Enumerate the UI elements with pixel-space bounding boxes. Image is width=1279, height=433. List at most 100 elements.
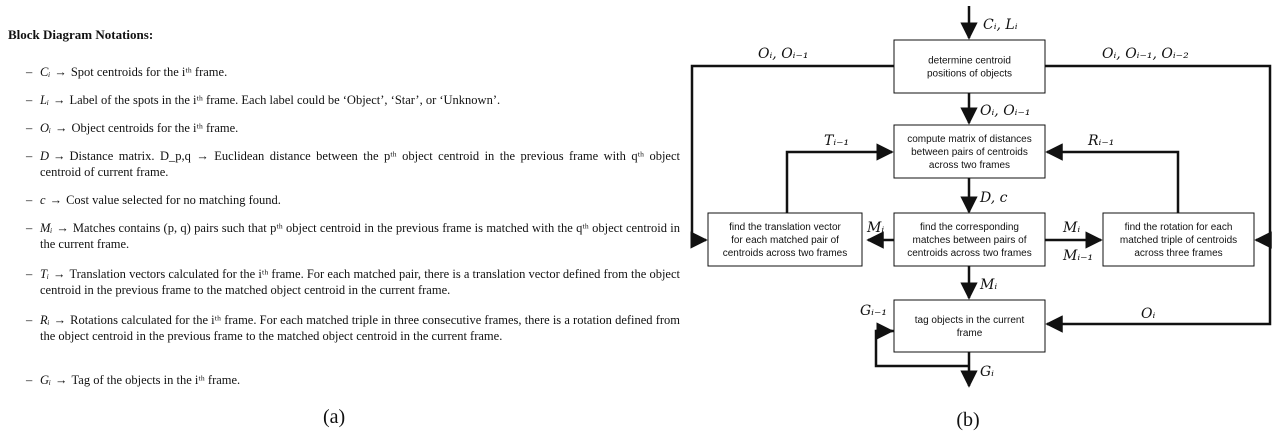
- label-o-left: Oᵢ, Oᵢ₋₁: [758, 46, 809, 62]
- box-text-line: compute matrix of distances: [907, 134, 1032, 145]
- box-text-tag: tag objects in the current frame: [915, 315, 1025, 339]
- notation-text: Distance matrix. D_p,q → Euclidean dista…: [40, 149, 680, 179]
- box-text-line: find the rotation for each: [1125, 222, 1233, 233]
- notation-body: Tᵢ→Translation vectors calculated for th…: [40, 266, 680, 298]
- notation-text: Label of the spots in the iᵗʰ frame. Eac…: [69, 93, 501, 107]
- notation-symbol: Tᵢ: [40, 267, 49, 281]
- box-text-line: tag objects in the current: [915, 315, 1025, 326]
- notation-dash: –: [26, 121, 33, 135]
- r-feedback-arrow: [1045, 143, 1180, 213]
- box-text-line: centroids across two frames: [723, 248, 848, 259]
- notation-symbol: c: [40, 193, 46, 207]
- notation-symbol: Gᵢ: [40, 373, 52, 387]
- notation-symbol: Mᵢ: [40, 221, 53, 235]
- label-r: Rᵢ₋₁: [1087, 133, 1114, 149]
- box-text-line: across two frames: [929, 160, 1010, 171]
- notation-dash: –: [26, 267, 33, 281]
- notation-arrow: →: [53, 149, 66, 163]
- notation-body: Cᵢ→Spot centroids for the iᵗʰ frame.: [40, 64, 680, 80]
- notation-text: Tag of the objects in the iᵗʰ frame.: [71, 373, 241, 387]
- o-right-loop-arrow: [1045, 64, 1272, 333]
- flow-arrows: [690, 6, 1272, 388]
- box-matches: [893, 212, 1046, 267]
- notation-text: Translation vectors calculated for the i…: [40, 267, 680, 297]
- box-text-matches: find the corresponding matches between pa…: [907, 222, 1032, 259]
- box-text-line: positions of objects: [927, 69, 1012, 80]
- notation-symbol: D: [40, 149, 50, 163]
- notation-arrow: →: [52, 267, 66, 281]
- box-text-line: for each matched pair of: [731, 235, 839, 246]
- notation-symbol: Oᵢ: [40, 121, 52, 135]
- box-text-distance: compute matrix of distances between pairs…: [907, 134, 1032, 171]
- notation-arrow: →: [55, 121, 68, 135]
- notation-dash: –: [26, 221, 33, 235]
- notation-body: Gᵢ→Tag of the objects in the iᵗʰ frame.: [40, 372, 680, 388]
- box-text-line: between pairs of centroids: [911, 147, 1028, 158]
- label-m-left: Mᵢ: [866, 220, 884, 236]
- box-text-line: centroids across two frames: [907, 248, 1032, 259]
- notation-body: Lᵢ→Label of the spots in the iᵗʰ frame. …: [40, 92, 680, 108]
- label-t: Tᵢ₋₁: [824, 133, 849, 149]
- caption-b: (b): [956, 409, 979, 431]
- notation-dash: –: [26, 193, 33, 207]
- notation-body: Rᵢ→Rotations calculated for the iᵗʰ fram…: [40, 312, 680, 344]
- box-text-line: find the corresponding: [920, 222, 1019, 233]
- label-d-c: D, c: [979, 190, 1008, 206]
- box-text-rotation: find the rotation for each matched triple…: [1120, 222, 1237, 259]
- notation-body: Mᵢ→Matches contains (p, q) pairs such th…: [40, 220, 680, 252]
- box-text-line: matched triple of centroids: [1120, 235, 1237, 246]
- box-text-line: determine centroid: [928, 56, 1011, 67]
- box-centroid: [893, 39, 1046, 94]
- notation-text: Matches contains (p, q) pairs such that …: [40, 221, 680, 251]
- notation-arrow: →: [52, 93, 66, 107]
- notation-arrow: →: [56, 221, 69, 235]
- notation-body: c→Cost value selected for no matching fo…: [40, 192, 680, 208]
- notation-arrow: →: [54, 65, 67, 79]
- notation-symbol: Rᵢ: [40, 313, 50, 327]
- label-g-out: Gᵢ: [980, 364, 994, 380]
- label-o-mid: Oᵢ, Oᵢ₋₁: [980, 103, 1031, 119]
- notation-dash: –: [26, 313, 33, 327]
- notation-text: Spot centroids for the iᵗʰ frame.: [70, 65, 228, 79]
- notation-body: D→Distance matrix. D_p,q → Euclidean dis…: [40, 148, 680, 180]
- label-m-right: Mᵢ: [1062, 220, 1080, 236]
- box-text-line: frame: [957, 328, 983, 339]
- edge-labels: Cᵢ, Lᵢ Oᵢ, Oᵢ₋₁ Oᵢ, Oᵢ₋₁, Oᵢ₋₂ Oᵢ, Oᵢ₋₁ …: [758, 17, 1189, 380]
- notation-text: Cost value selected for no matching foun…: [66, 193, 281, 207]
- notation-panel: Block Diagram Notations: –Cᵢ→Spot centro…: [8, 27, 680, 428]
- box-text-translation: find the translation vector for each matc…: [723, 222, 848, 259]
- notation-text: Object centroids for the iᵗʰ frame.: [71, 121, 239, 135]
- box-text-line: find the translation vector: [729, 222, 841, 233]
- caption-a: (a): [323, 406, 346, 428]
- box-text-line: across three frames: [1134, 248, 1222, 259]
- label-m-down: Mᵢ: [979, 277, 997, 293]
- label-m-right-prev: Mᵢ₋₁: [1062, 248, 1093, 264]
- notation-text: Rotations calculated for the iᵗʰ frame. …: [40, 313, 680, 343]
- process-boxes: [707, 39, 1255, 353]
- box-text-line: matches between pairs of: [913, 235, 1027, 246]
- notation-dash: –: [26, 65, 33, 79]
- label-g-in: Gᵢ₋₁: [860, 303, 887, 319]
- notation-dash: –: [26, 373, 33, 387]
- box-text-centroid: determine centroid positions of objects: [927, 56, 1012, 80]
- o-left-loop-arrow: [690, 64, 894, 249]
- box-rotation: [1102, 212, 1255, 267]
- notation-arrow: →: [49, 193, 63, 207]
- notation-heading: Block Diagram Notations:: [8, 27, 154, 42]
- box-tag: [893, 299, 1046, 353]
- notation-body: Oᵢ→Object centroids for the iᵗʰ frame.: [40, 120, 680, 136]
- label-o-tag: Oᵢ: [1141, 306, 1155, 322]
- notation-dash: –: [26, 93, 33, 107]
- t-feedback-arrow: [785, 143, 894, 213]
- label-input: Cᵢ, Lᵢ: [983, 17, 1018, 33]
- label-o-right: Oᵢ, Oᵢ₋₁, Oᵢ₋₂: [1102, 46, 1189, 62]
- notation-arrow: →: [55, 373, 68, 387]
- box-translation: [707, 212, 863, 267]
- box-distance: [893, 124, 1046, 179]
- box-labels: determine centroid positions of objects co…: [723, 56, 1237, 340]
- notation-dash: –: [26, 149, 33, 163]
- notation-symbol: Lᵢ: [40, 93, 49, 107]
- notation-arrow: →: [53, 313, 67, 327]
- notation-symbol: Cᵢ: [40, 65, 51, 79]
